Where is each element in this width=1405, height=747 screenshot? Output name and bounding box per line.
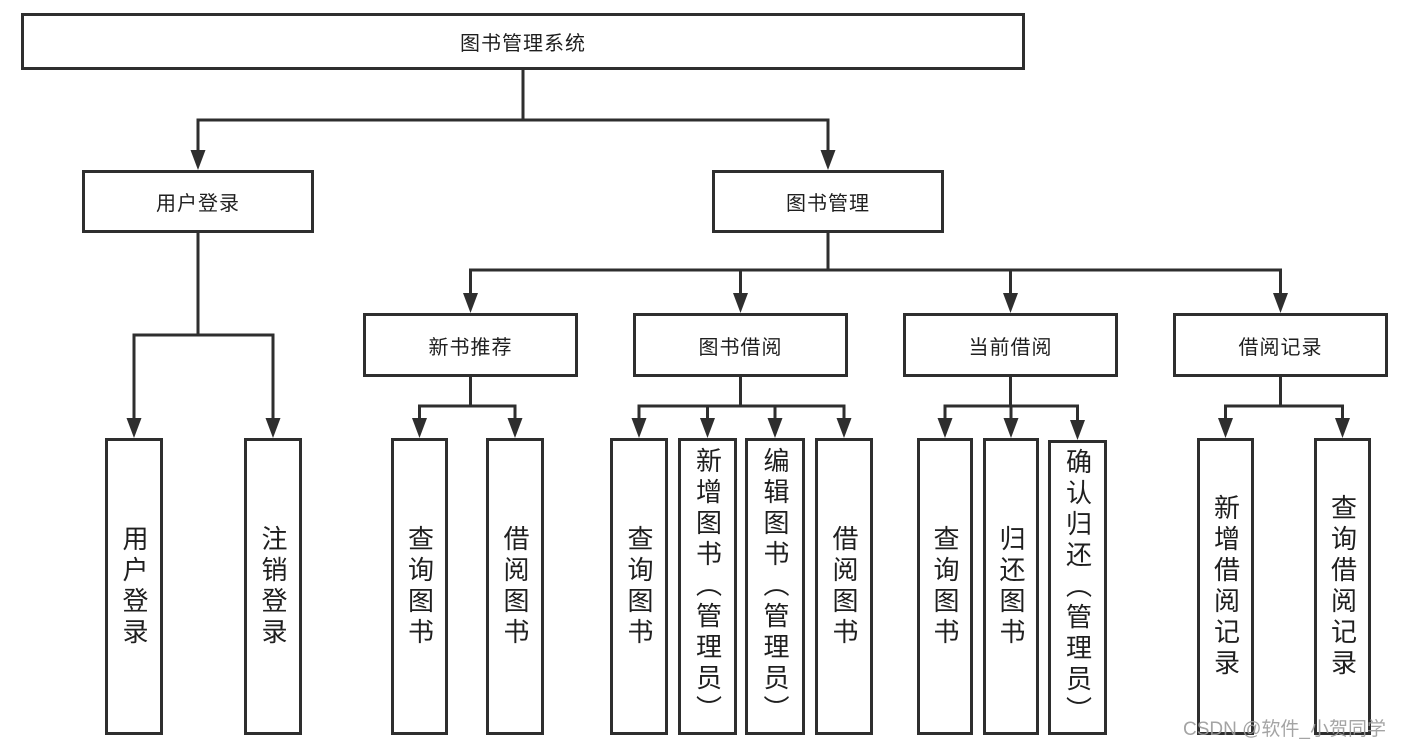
arrowhead-to-user-login	[190, 150, 206, 170]
csdn-watermark: CSDN @软件_小贺同学	[1183, 719, 1386, 740]
arrowhead-to-leaf-cb-query	[937, 418, 953, 438]
node-leaf-bb-edit: 编辑图书（管理员）	[745, 438, 805, 735]
arrowhead-to-leaf-br-add	[1218, 418, 1233, 438]
arrowhead-to-leaf-bb-borrow	[836, 418, 852, 438]
arrowhead-to-current-borrow	[1003, 293, 1018, 313]
node-leaf-bb-add: 新增图书（管理员）	[678, 438, 737, 735]
node-new-book: 新书推荐	[363, 313, 578, 377]
node-leaf-cb-confirm: 确认归还（管理员）	[1048, 440, 1107, 735]
node-book-borrow: 图书借阅	[633, 313, 848, 377]
node-borrow-record: 借阅记录	[1173, 313, 1388, 377]
arrowhead-to-leaf-bb-edit	[767, 418, 783, 438]
node-leaf-logout: 注销登录	[244, 438, 302, 735]
arrowhead-to-borrow-record	[1273, 293, 1288, 313]
arrowhead-to-leaf-cb-return	[1003, 418, 1019, 438]
arrowhead-to-leaf-nb-query	[412, 418, 427, 438]
node-leaf-cb-return: 归还图书	[983, 438, 1039, 735]
arrowhead-to-leaf-login	[126, 418, 142, 438]
node-leaf-nb-query: 查询图书	[391, 438, 448, 735]
connector-arrowheads	[126, 150, 1350, 440]
node-leaf-nb-borrow: 借阅图书	[486, 438, 544, 735]
arrowhead-to-leaf-bb-add	[700, 418, 715, 438]
connector-strokes	[132, 68, 1344, 422]
node-leaf-cb-query: 查询图书	[917, 438, 973, 735]
node-leaf-bb-borrow: 借阅图书	[815, 438, 873, 735]
node-leaf-bb-query: 查询图书	[610, 438, 668, 735]
node-user-login: 用户登录	[82, 170, 314, 233]
node-leaf-br-query: 查询借阅记录	[1314, 438, 1371, 735]
arrowhead-to-new-book	[463, 293, 478, 313]
node-current-borrow: 当前借阅	[903, 313, 1118, 377]
arrowhead-to-leaf-nb-borrow	[507, 418, 523, 438]
node-leaf-br-add: 新增借阅记录	[1197, 438, 1254, 735]
node-book-mgmt: 图书管理	[712, 170, 944, 233]
arrowhead-to-book-mgmt	[820, 150, 836, 170]
arrowhead-to-book-borrow	[733, 293, 748, 313]
arrowhead-to-leaf-br-query	[1335, 418, 1350, 438]
arrowhead-to-leaf-cb-confirm	[1070, 420, 1085, 440]
arrowhead-to-leaf-bb-query	[631, 418, 647, 438]
node-leaf-login: 用户登录	[105, 438, 163, 735]
arrowhead-to-leaf-logout	[265, 418, 281, 438]
node-root: 图书管理系统	[21, 13, 1025, 70]
